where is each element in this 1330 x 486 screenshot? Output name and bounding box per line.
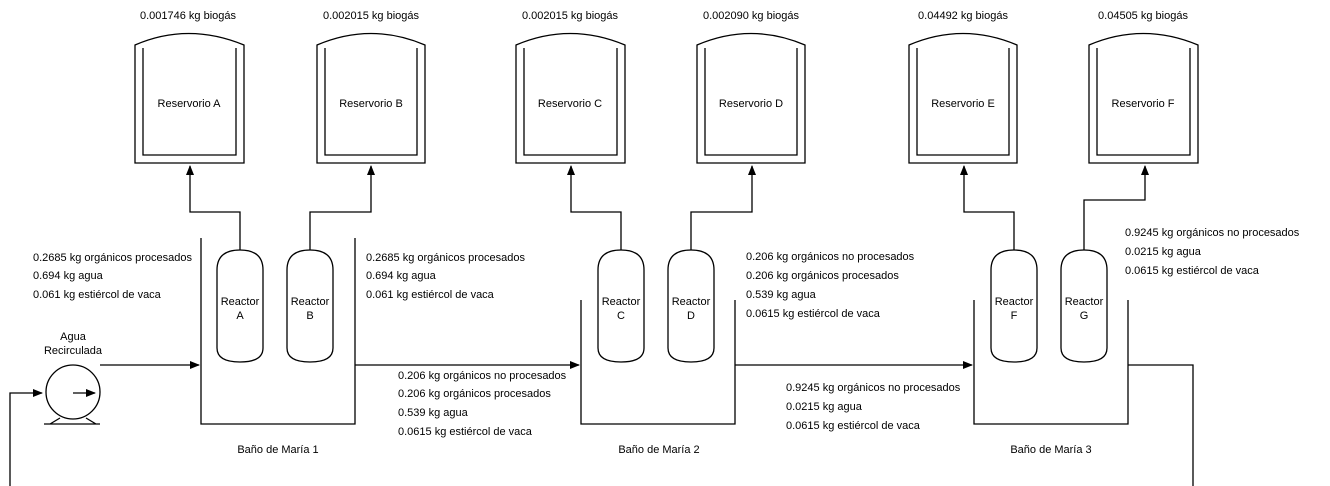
reservoir-d [696, 32, 806, 164]
biogas-label-f: 0.04505 kg biogás [1098, 10, 1188, 22]
stream-label: 0.2685 kg orgánicos procesados [33, 252, 192, 264]
stream-label: 0.0615 kg estiércol de vaca [746, 308, 880, 320]
stream-label: 0.061 kg estiércol de vaca [366, 289, 494, 301]
stream-label: 0.0215 kg agua [1125, 246, 1201, 258]
reactor-b-vessel [286, 249, 334, 363]
stream-label: 0.206 kg orgánicos no procesados [398, 370, 567, 382]
reservoir-e-label: Reservorio E [931, 98, 995, 110]
stream-label: 0.539 kg agua [398, 407, 468, 419]
stream-label: 0.0615 kg estiércol de vaca [1125, 265, 1259, 277]
reactor-c-vessel [597, 249, 645, 363]
reservoir-b [316, 32, 426, 164]
biogas-label-c: 0.002015 kg biogás [521, 10, 619, 22]
pipe-reactor-a-to-reservoir-a [186, 165, 241, 250]
stream-label: 0.9245 kg orgánicos no procesados [1125, 227, 1300, 239]
reactor-d-vessel [667, 249, 715, 363]
reservoir-d-label: Reservorio D [718, 98, 784, 110]
bath-2-vessel [580, 300, 736, 425]
reservoir-c [515, 32, 626, 164]
pipe-reactor-f-to-reservoir-e [960, 165, 1015, 250]
stream-label: 0.206 kg orgánicos procesados [746, 270, 899, 282]
stream-label: 0.694 kg agua [366, 270, 436, 282]
pipe-reactor-g-to-reservoir-f [1083, 165, 1149, 250]
bath-1-label: Baño de María 1 [237, 444, 319, 456]
reservoir-b-label: Reservorio B [339, 98, 403, 110]
stream-label: 0.2685 kg orgánicos procesados [366, 252, 525, 264]
biogas-label-e: 0.04492 kg biogás [918, 10, 1008, 22]
flow-recirculation-return [9, 364, 1194, 486]
reactor-a-vessel [216, 249, 264, 363]
reservoir-a-label: Reservorio A [157, 98, 221, 110]
reservoir-f [1088, 32, 1199, 164]
pipe-reactor-d-to-reservoir-d [690, 165, 756, 250]
pipe-reactor-c-to-reservoir-c [567, 165, 622, 250]
reservoir-e [908, 32, 1018, 164]
stream-label: 0.539 kg agua [746, 289, 816, 301]
stream-label: 0.0615 kg estiércol de vaca [398, 426, 532, 438]
stream-label: 0.694 kg agua [33, 270, 103, 282]
reservoir-c-label: Reservorio C [537, 98, 603, 110]
biogas-label-a: 0.001746 kg biogás [139, 10, 237, 22]
stream-label: 0.0615 kg estiércol de vaca [786, 420, 920, 432]
reservoir-f-label: Reservorio F [1111, 98, 1175, 110]
stream-label: 0.206 kg orgánicos procesados [398, 388, 551, 400]
biogas-label-b: 0.002015 kg biogás [322, 10, 420, 22]
reservoir-a [134, 32, 245, 164]
pump [44, 364, 101, 425]
pipe-reactor-b-to-reservoir-b [309, 165, 375, 250]
biogas-label-d: 0.002090 kg biogás [702, 10, 800, 22]
reactor-g-vessel [1060, 249, 1108, 363]
bath-3-vessel [973, 300, 1129, 425]
stream-label: 0.061 kg estiércol de vaca [33, 289, 161, 301]
bath-3-label: Baño de María 3 [1010, 444, 1092, 456]
bath-2-label: Baño de María 2 [618, 444, 700, 456]
stream-label: 0.0215 kg agua [786, 401, 862, 413]
reactor-f-vessel [990, 249, 1038, 363]
stream-label: 0.206 kg orgánicos no procesados [746, 251, 915, 263]
bath-1-vessel [200, 238, 356, 425]
stream-label: 0.9245 kg orgánicos no procesados [786, 382, 961, 394]
